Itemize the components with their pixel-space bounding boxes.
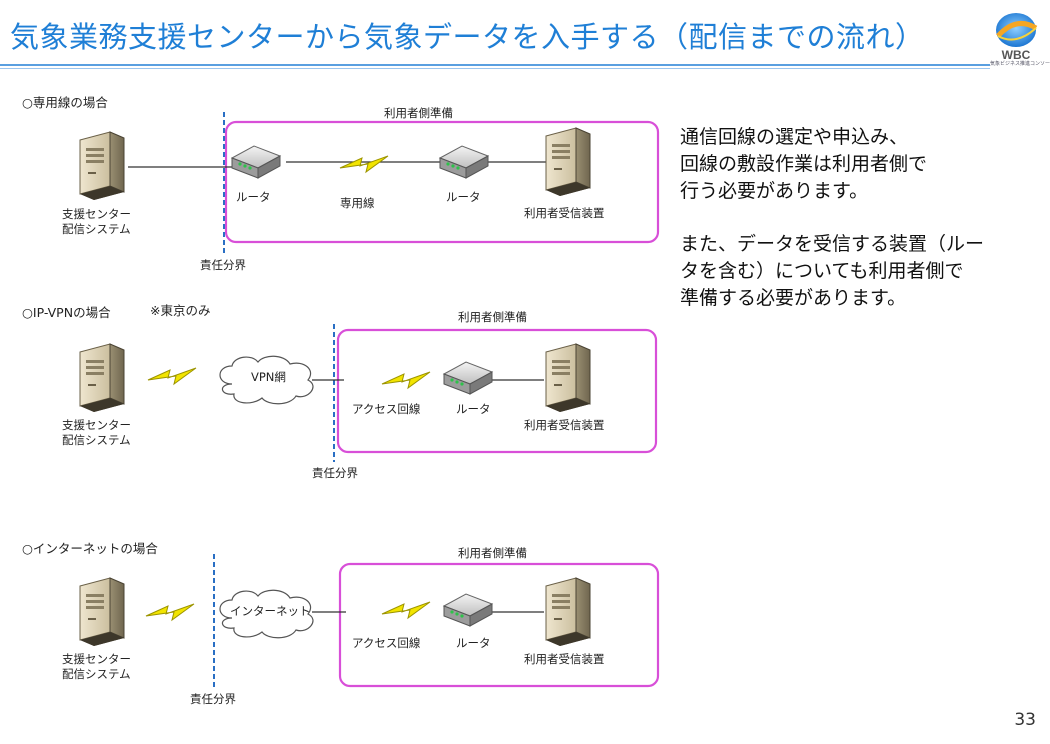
center-server — [79, 577, 125, 647]
center-label: 支援センター 配信システム — [62, 652, 131, 681]
center-server — [79, 131, 125, 201]
user-prep-box — [336, 328, 658, 454]
diagram-leased-line — [79, 112, 660, 254]
router-1 — [231, 145, 281, 179]
link-label: 専用線 — [340, 196, 375, 210]
access-line-label: アクセス回線 — [352, 636, 421, 650]
router — [443, 361, 493, 395]
center-server — [79, 343, 125, 413]
router-label: ルータ — [456, 636, 491, 650]
title-rule-thin — [0, 68, 990, 69]
wbc-logo: WBC — [996, 13, 1038, 62]
user-prep-label: 利用者側準備 — [458, 310, 527, 324]
receiver-label: 利用者受信装置 — [524, 652, 605, 666]
page-title: 気象業務支援センターから気象データを入手する（配信までの流れ） — [10, 20, 925, 54]
title-rule — [0, 64, 990, 66]
boundary-label: 責任分界 — [312, 466, 358, 480]
user-prep-box — [224, 120, 660, 244]
receiver-server — [545, 577, 591, 647]
lightning-link — [339, 155, 389, 173]
user-prep-label: 利用者側準備 — [458, 546, 527, 560]
diagram-internet — [79, 554, 660, 690]
user-prep-box — [338, 562, 660, 688]
lightning-link-2 — [381, 601, 431, 619]
diagram-ip-vpn — [79, 324, 658, 462]
note-tokyo-only: ※東京のみ — [150, 303, 211, 318]
center-label: 支援センター 配信システム — [62, 418, 131, 447]
router-label: ルータ — [456, 402, 491, 416]
access-line-label: アクセス回線 — [352, 402, 421, 416]
router-2 — [439, 145, 489, 179]
lightning-link-1 — [145, 603, 195, 621]
receiver-label: 利用者受信装置 — [524, 206, 605, 220]
receiver-server — [545, 343, 591, 413]
logo-subtitle: 気象ビジネス推進コンソーシアム — [990, 61, 1050, 67]
center-label: 支援センター 配信システム — [62, 207, 131, 236]
description-para-1: 通信回線の選定や申込み、 回線の敷設作業は利用者側で 行う必要があります。 — [680, 126, 928, 202]
lightning-link-2 — [381, 371, 431, 389]
router — [443, 593, 493, 627]
heading-leased-line: ○専用線の場合 — [22, 95, 108, 110]
router-2-label: ルータ — [446, 190, 481, 204]
page-number: 33 — [1014, 710, 1036, 730]
user-prep-label: 利用者側準備 — [384, 106, 453, 120]
receiver-server — [545, 127, 591, 197]
router-1-label: ルータ — [236, 190, 271, 204]
receiver-label: 利用者受信装置 — [524, 418, 605, 432]
description-para-2: また、データを受信する装置（ルー タを含む）についても利用者側で 準備する必要が… — [680, 233, 985, 309]
description: 通信回線の選定や申込み、 回線の敷設作業は利用者側で 行う必要があります。 また… — [680, 124, 1040, 338]
lightning-link-1 — [147, 367, 197, 385]
heading-ip-vpn: ○IP-VPNの場合 — [22, 305, 111, 320]
internet-cloud-label: インターネット — [230, 604, 311, 618]
heading-internet: ○インターネットの場合 — [22, 541, 158, 556]
vpn-cloud-label: VPN網 — [251, 370, 286, 384]
boundary-label: 責任分界 — [190, 692, 236, 706]
logo-text: WBC — [1002, 48, 1031, 62]
boundary-label: 責任分界 — [200, 258, 246, 272]
